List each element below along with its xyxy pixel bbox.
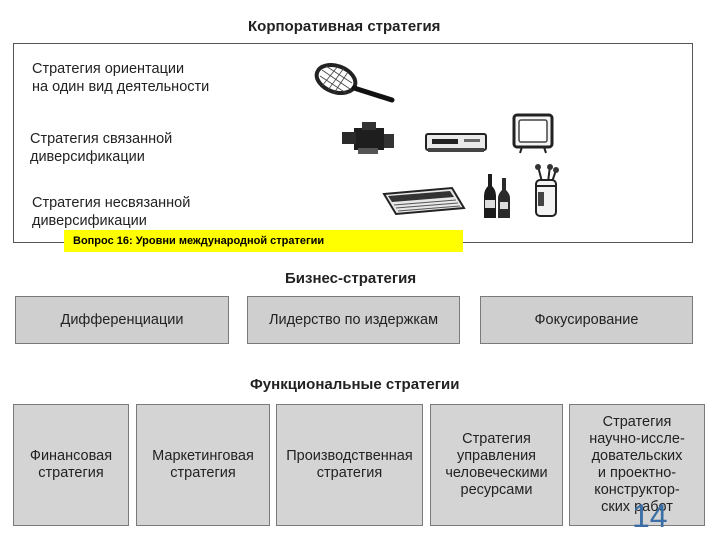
question-caption: Вопрос 16: Уровни международной стратеги… bbox=[64, 230, 463, 252]
golf-bag-icon bbox=[535, 164, 559, 217]
tv-icon bbox=[512, 113, 554, 154]
corporate-row-label-3: Стратегия несвязанной диверсификации bbox=[32, 195, 191, 229]
functional-box-rnd: Стратегия научно-иссле- довательских и п… bbox=[569, 404, 705, 526]
tennis-racket-icon bbox=[314, 62, 395, 103]
functional-box-finance: Финансовая стратегия bbox=[13, 404, 129, 526]
corporate-row-label-1: Стратегия ориентации на один вид деятель… bbox=[32, 61, 210, 95]
business-strategy-title: Бизнес-стратегия bbox=[285, 270, 417, 287]
business-box-cost-leadership: Лидерство по издержкам bbox=[247, 296, 460, 344]
vcr-icon bbox=[425, 133, 487, 152]
business-box-differentiation: Дифференциации bbox=[15, 296, 229, 344]
corporate-row-label-2: Стратегия связанной диверсификации bbox=[30, 131, 173, 165]
functional-box-production: Производственная стратегия bbox=[276, 404, 423, 526]
business-box-focus: Фокусирование bbox=[480, 296, 693, 344]
newspaper-icon bbox=[382, 186, 466, 216]
functional-box-hr: Стратегия управления человеческими ресур… bbox=[430, 404, 563, 526]
corporate-strategy-title: Корпоративная стратегия bbox=[248, 18, 441, 35]
functional-strategies-title: Функциональные стратегии bbox=[250, 376, 460, 393]
video-camera-icon bbox=[342, 122, 394, 154]
functional-box-marketing: Маркетинговая стратегия bbox=[136, 404, 270, 526]
bottles-icon bbox=[484, 174, 510, 218]
page-number: 14 bbox=[632, 498, 668, 534]
